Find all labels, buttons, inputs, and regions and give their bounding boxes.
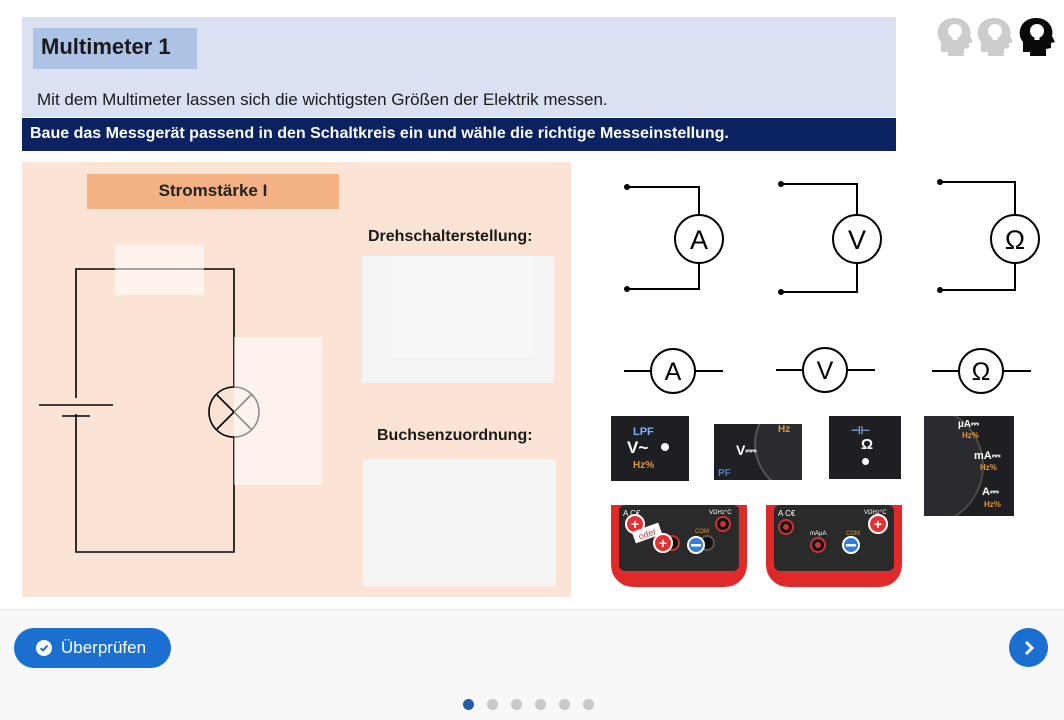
ohmmeter-symbol: Ω	[1005, 225, 1025, 255]
svg-text:+: +	[874, 516, 882, 532]
dial-setting-ac-voltage[interactable]: LPF V~ Hz%	[611, 416, 689, 481]
page-dot-4[interactable]	[535, 699, 546, 710]
dial-setting-resistance[interactable]: ⊣⊢ Ω	[829, 416, 901, 479]
voltmeter-inline[interactable]: V	[776, 347, 875, 393]
footer	[0, 610, 1064, 720]
hint-bulb-icon-3[interactable]	[1019, 18, 1055, 56]
page-dot-2[interactable]	[487, 699, 498, 710]
svg-text:COM: COM	[695, 529, 709, 535]
drop-zone-top[interactable]	[115, 245, 204, 295]
voltmeter-inline-symbol: V	[817, 357, 834, 385]
ohmmeter-connected[interactable]: Ω	[937, 179, 1040, 293]
voltmeter-connected[interactable]: V	[778, 181, 882, 295]
next-button[interactable]	[1009, 628, 1048, 667]
svg-text:A C€: A C€	[623, 509, 641, 518]
svg-text:mAµA: mAµA	[810, 531, 826, 537]
ohmmeter-inline[interactable]: Ω	[932, 348, 1031, 394]
ammeter-symbol: A	[690, 225, 708, 255]
svg-text:COM: COM	[846, 531, 860, 537]
chevron-right-icon	[1024, 640, 1034, 655]
dial-setting-dc-voltage[interactable]: V⎓ Hz PF	[714, 424, 802, 480]
svg-text:A C€: A C€	[778, 509, 796, 518]
page-dot-6[interactable]	[583, 699, 594, 710]
socket-label: Buchsenzuordnung:	[377, 427, 533, 444]
ohmmeter-inline-symbol: Ω	[972, 358, 991, 386]
check-button[interactable]: Überprüfen	[14, 628, 171, 668]
checkmark-icon	[36, 640, 52, 656]
drop-zone-right[interactable]	[234, 337, 322, 485]
task-bar	[22, 118, 896, 151]
dial-setting-label: Drehschalterstellung:	[368, 228, 533, 245]
page-title: Multimeter 1	[41, 34, 171, 59]
quantity-tag	[87, 174, 339, 209]
page-indicator	[463, 699, 594, 710]
svg-text:VΩHz°C: VΩHz°C	[709, 510, 732, 516]
ammeter-inline[interactable]: A	[624, 348, 723, 394]
hint-indicator	[937, 18, 1055, 56]
socket-drop-zone[interactable]	[363, 459, 556, 586]
socket-assignment-voltage[interactable]: A C€ VΩHz°C mAµA COM +	[766, 505, 902, 587]
hint-bulb-icon-2	[977, 18, 1013, 56]
svg-text:+: +	[659, 535, 667, 551]
socket-assignment-current[interactable]: A C€ VΩHz°C COM + + oder	[611, 505, 747, 587]
page-dot-3[interactable]	[511, 699, 522, 710]
svg-text:VΩHz°C: VΩHz°C	[864, 510, 887, 516]
voltmeter-symbol: V	[848, 225, 866, 255]
dial-setting-current[interactable]: µA⎓ Hz% mA⎓ Hz% A⎓ Hz%	[924, 416, 1014, 516]
ammeter-inline-symbol: A	[665, 358, 682, 386]
page-dot-5[interactable]	[559, 699, 570, 710]
meter-symbols: A V Ω A V Ω	[624, 179, 1040, 394]
page-dot-1[interactable]	[463, 699, 474, 710]
svg-text:+: +	[631, 516, 639, 532]
check-button-label: Überprüfen	[61, 638, 147, 657]
title-tag	[33, 28, 197, 69]
page-subtitle: Mit dem Multimeter lassen sich die wicht…	[37, 90, 608, 109]
quantity-label: Stromstärke I	[158, 181, 268, 200]
dial-setting-drop-zone-inner	[392, 256, 532, 357]
footer-divider	[0, 609, 1064, 610]
hint-bulb-icon-1	[937, 18, 973, 56]
task-instruction: Baue das Messgerät passend in den Schalt…	[30, 125, 729, 142]
ammeter-connected[interactable]: A	[624, 184, 724, 292]
